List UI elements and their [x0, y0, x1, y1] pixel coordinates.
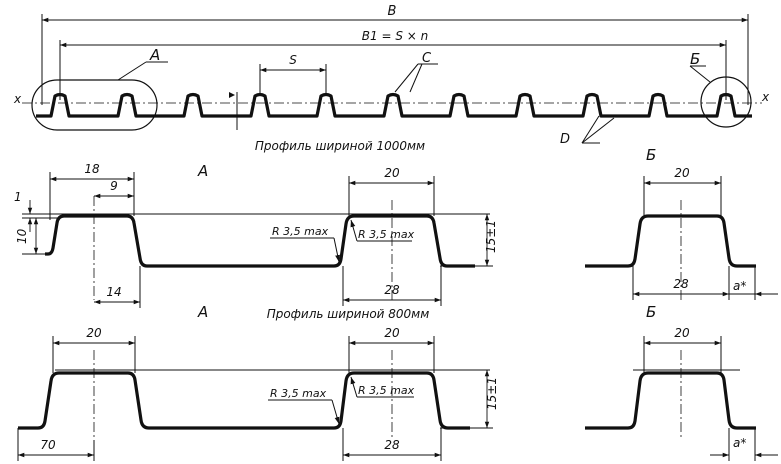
caption-800: Профиль шириной 800мм	[267, 307, 430, 321]
callout-d-leader-2	[581, 117, 615, 144]
dim-14-label: 14	[106, 285, 121, 299]
axis-x-left-label: x	[13, 92, 22, 106]
callout-a-leader	[117, 61, 147, 81]
callout-a-outline	[31, 79, 158, 131]
dim-b-20-label: 20	[674, 166, 690, 180]
callout-c-label: C	[422, 51, 432, 66]
corrugated-profile	[36, 92, 752, 118]
callout-d-label: D	[560, 132, 570, 147]
dim-28-label: 28	[384, 283, 400, 297]
detail-b-1000-title: Б	[646, 146, 656, 164]
dim-b800-a-label: a*	[733, 436, 746, 450]
radius-a800-1-leader	[331, 399, 340, 425]
radius-a800-1-label: R 3,5 max	[270, 387, 327, 400]
caption-1000: Профиль шириной 1000мм	[255, 139, 425, 153]
dim-a800-20-label: 20	[86, 326, 102, 340]
detail-a-800-title: А	[197, 303, 208, 321]
detail-b-1000: Б 20 28 a*	[585, 146, 778, 300]
radius-2-label: R 3,5 max	[358, 228, 415, 241]
detail-a-800: А Профиль шириной 800мм 20 70 20 28 15±1…	[17, 303, 499, 461]
dim-a800-28-label: 28	[384, 438, 400, 452]
radius-2-leader	[350, 219, 358, 242]
callout-c-leader-2	[409, 63, 423, 93]
detail-a-1000: А 18 9 1 10 14 20	[14, 162, 498, 308]
profile-a-1000	[45, 214, 475, 268]
detail-b-800: Б 20 a*	[585, 303, 778, 461]
dim-1-label: 1	[14, 190, 22, 204]
dim-70-label: 70	[40, 438, 56, 452]
dim-a800-20r-label: 20	[384, 326, 400, 340]
callout-c-leader-1	[394, 63, 419, 93]
callout-b-label: Б	[690, 50, 700, 68]
callout-b-leader	[689, 65, 711, 83]
callout-b-circle	[700, 76, 752, 128]
dim-b-28-label: 28	[673, 277, 689, 291]
dim-10-label: 10	[15, 228, 29, 244]
profile-a-800	[18, 371, 470, 430]
top-view: B B1 = S × n S x x А Б C	[13, 4, 770, 153]
dim-b800-20-label: 20	[674, 326, 690, 340]
radius-1-label: R 3,5 max	[272, 225, 329, 238]
detail-b-800-title: Б	[646, 303, 656, 321]
detail-a-1000-title: А	[197, 162, 208, 180]
radius-1-leader	[333, 237, 340, 263]
radius-a800-2-leader	[350, 376, 358, 398]
callout-d-leader-1	[581, 115, 600, 144]
radius-a800-2-label: R 3,5 max	[358, 384, 415, 397]
dim-20-label: 20	[384, 166, 400, 180]
dim-18-label: 18	[84, 162, 100, 176]
dim-b-a-label: a*	[733, 279, 746, 293]
dim-9-label: 9	[110, 179, 118, 193]
axis-x-right-label: x	[761, 90, 770, 104]
callout-a-label: А	[149, 46, 160, 64]
dim-a800-15-label: 15±1	[485, 377, 499, 410]
profile-b-1000	[585, 214, 756, 268]
dim-s-label: S	[289, 53, 297, 67]
dim-b-label: B	[388, 4, 397, 19]
profile-b-800	[585, 371, 756, 430]
thickness-arrow	[229, 92, 235, 98]
dim-b1-label: B1 = S × n	[362, 29, 428, 43]
dim-15-label: 15±1	[484, 220, 498, 253]
